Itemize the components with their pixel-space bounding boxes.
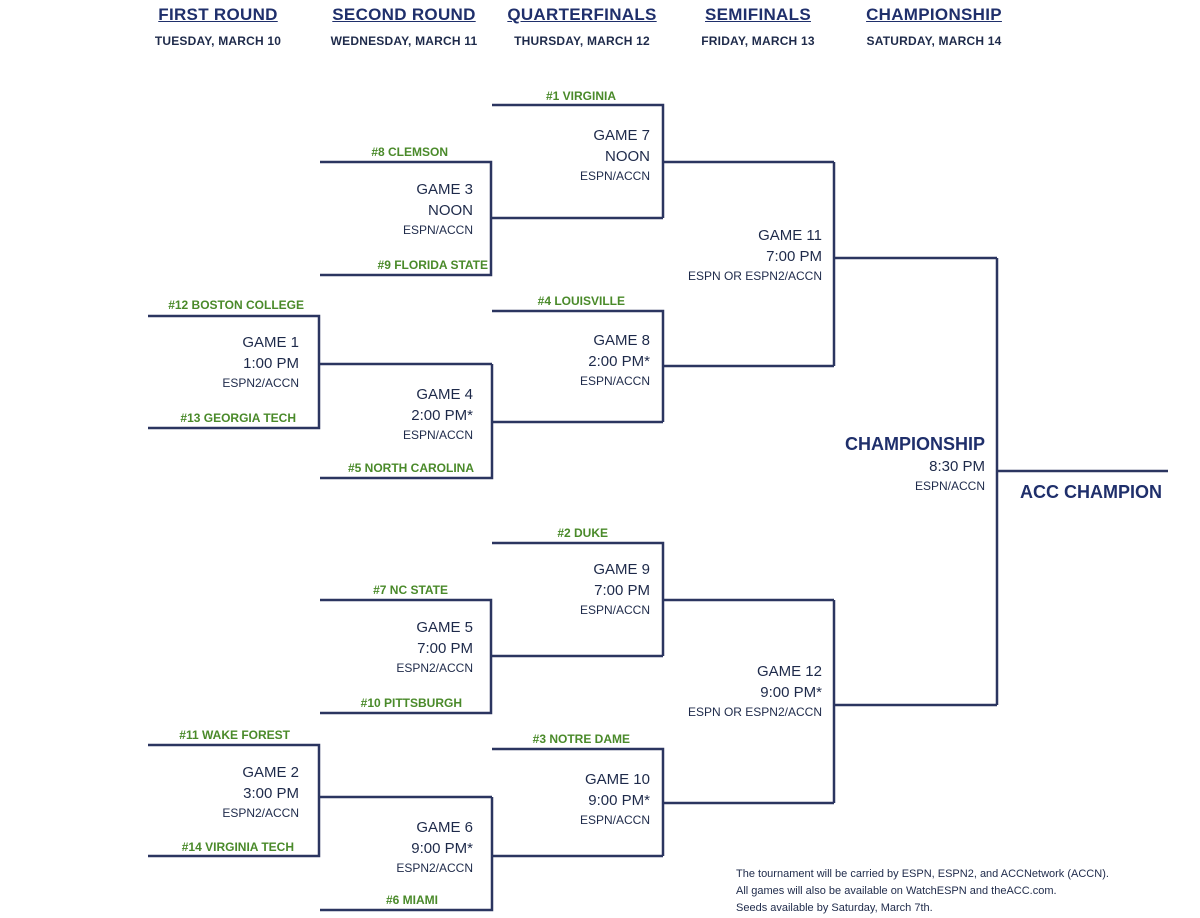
team-virginia: #1 VIRGINIA — [545, 89, 616, 103]
championship-time: 8:30 PM — [929, 458, 985, 475]
game-time: 7:00 PM — [766, 248, 822, 265]
game-tv: ESPN2/ACCN — [396, 861, 473, 875]
championship-game: CHAMPIONSHIP 8:30 PM ESPN/ACCN — [845, 432, 985, 495]
game-9: GAME 9 7:00 PM ESPN/ACCN — [580, 559, 650, 619]
game-time: 7:00 PM — [594, 582, 650, 599]
round-name: SECOND ROUND — [332, 5, 476, 24]
round-name: CHAMPIONSHIP — [866, 5, 1002, 24]
round-name: FIRST ROUND — [158, 5, 278, 24]
game-tv: ESPN/ACCN — [579, 603, 650, 617]
team-north-carolina: #5 NORTH CAROLINA — [347, 461, 474, 475]
game-11: GAME 11 7:00 PM ESPN OR ESPN2/ACCN — [688, 225, 822, 285]
game-7: GAME 7 NOON ESPN/ACCN — [580, 125, 650, 185]
game-time: 9:00 PM* — [760, 684, 822, 701]
team-nc-state: #7 NC STATE — [373, 583, 448, 597]
team-virginia-tech: #14 VIRGINIA TECH — [181, 840, 294, 854]
game-title: GAME 9 — [593, 561, 650, 578]
game-tv: ESPN/ACCN — [402, 428, 473, 442]
note-line: Seeds available by Saturday, March 7th. — [736, 902, 933, 914]
game-tv: ESPN2/ACCN — [396, 661, 473, 675]
game-time: NOON — [428, 202, 473, 219]
bracket-line-game-9 — [492, 541, 665, 656]
game-title: GAME 4 — [416, 386, 473, 403]
round-header-first-round: FIRST ROUND TUESDAY, MARCH 10 — [128, 5, 308, 48]
game-title: GAME 8 — [593, 332, 650, 349]
game-title: GAME 1 — [242, 334, 299, 351]
game-6: GAME 6 9:00 PM* ESPN2/ACCN — [396, 817, 473, 877]
team-georgia-tech: #13 GEORGIA TECH — [180, 411, 296, 425]
game-title: GAME 11 — [758, 227, 822, 244]
bracket-line-game-2 — [148, 743, 321, 858]
game-time: 3:00 PM — [243, 785, 299, 802]
round-date: SATURDAY, MARCH 14 — [866, 34, 1002, 48]
game-2: GAME 2 3:00 PM ESPN2/ACCN — [222, 762, 299, 822]
game-8: GAME 8 2:00 PM* ESPN/ACCN — [580, 330, 650, 390]
game-tv: ESPN OR ESPN2/ACCN — [687, 705, 822, 719]
game-title: GAME 7 — [593, 127, 650, 144]
game-tv: ESPN/ACCN — [579, 169, 650, 183]
round-header-championship: CHAMPIONSHIP SATURDAY, MARCH 14 — [844, 5, 1024, 48]
game-time: 9:00 PM* — [411, 840, 473, 857]
team-wake-forest: #11 WAKE FOREST — [179, 728, 290, 742]
game-title: GAME 12 — [756, 663, 822, 680]
game-5: GAME 5 7:00 PM ESPN2/ACCN — [396, 617, 473, 677]
team-boston-college: #12 BOSTON COLLEGE — [168, 298, 304, 312]
bracket-line-game-7 — [492, 103, 665, 218]
broadcast-note: The tournament will be carried by ESPN, … — [736, 866, 1196, 917]
acc-champion-label: ACC CHAMPION — [1020, 482, 1162, 502]
round-header-semifinals: SEMIFINALS FRIDAY, MARCH 13 — [668, 5, 848, 48]
game-title: GAME 5 — [416, 619, 473, 636]
note-line: The tournament will be carried by ESPN, … — [736, 868, 1109, 880]
game-tv: ESPN/ACCN — [402, 223, 473, 237]
round-date: FRIDAY, MARCH 13 — [701, 34, 815, 48]
game-title: GAME 10 — [584, 771, 650, 788]
game-title: GAME 3 — [416, 181, 473, 198]
game-time: NOON — [605, 148, 650, 165]
round-header-second-round: SECOND ROUND WEDNESDAY, MARCH 11 — [314, 5, 494, 48]
game-4: GAME 4 2:00 PM* ESPN/ACCN — [403, 384, 473, 444]
team-florida-state: #9 FLORIDA STATE — [377, 258, 488, 272]
game-3: GAME 3 NOON ESPN/ACCN — [403, 179, 473, 239]
round-header-quarterfinals: QUARTERFINALS THURSDAY, MARCH 12 — [492, 5, 672, 48]
game-time: 2:00 PM* — [588, 353, 650, 370]
game-tv: ESPN2/ACCN — [222, 806, 299, 820]
game-12: GAME 12 9:00 PM* ESPN OR ESPN2/ACCN — [688, 661, 822, 721]
round-date: THURSDAY, MARCH 12 — [514, 34, 650, 48]
note-line: All games will also be available on Watc… — [736, 885, 1057, 897]
team-notre-dame: #3 NOTRE DAME — [532, 732, 630, 746]
team-louisville: #4 LOUISVILLE — [537, 294, 625, 308]
game-title: GAME 6 — [416, 819, 473, 836]
game-title: GAME 2 — [242, 764, 299, 781]
game-time: 1:00 PM — [243, 355, 299, 372]
team-miami: #6 MIAMI — [385, 893, 438, 907]
game-time: 9:00 PM* — [588, 792, 650, 809]
championship-tv: ESPN/ACCN — [914, 479, 985, 493]
game-tv: ESPN/ACCN — [579, 813, 650, 827]
game-10: GAME 10 9:00 PM* ESPN/ACCN — [580, 769, 650, 829]
bracket-line-game-4 — [320, 364, 494, 480]
bracket-line-game-8 — [492, 309, 665, 422]
round-name: QUARTERFINALS — [507, 5, 657, 24]
championship-title: CHAMPIONSHIP — [844, 434, 985, 454]
team-clemson: #8 CLEMSON — [371, 145, 448, 159]
game-time: 2:00 PM* — [411, 407, 473, 424]
round-date: TUESDAY, MARCH 10 — [154, 34, 282, 48]
game-tv: ESPN/ACCN — [579, 374, 650, 388]
game-1: GAME 1 1:00 PM ESPN2/ACCN — [222, 332, 299, 392]
game-time: 7:00 PM — [417, 640, 473, 657]
bracket-line-game-1 — [148, 314, 321, 430]
game-tv: ESPN2/ACCN — [222, 376, 299, 390]
bracket-line-game-10 — [492, 747, 665, 856]
bracket-line-game-6 — [320, 797, 494, 912]
team-duke: #2 DUKE — [557, 526, 608, 540]
round-date: WEDNESDAY, MARCH 11 — [330, 34, 478, 48]
round-name: SEMIFINALS — [705, 5, 811, 24]
game-tv: ESPN OR ESPN2/ACCN — [687, 269, 822, 283]
team-pittsburgh: #10 PITTSBURGH — [360, 696, 462, 710]
